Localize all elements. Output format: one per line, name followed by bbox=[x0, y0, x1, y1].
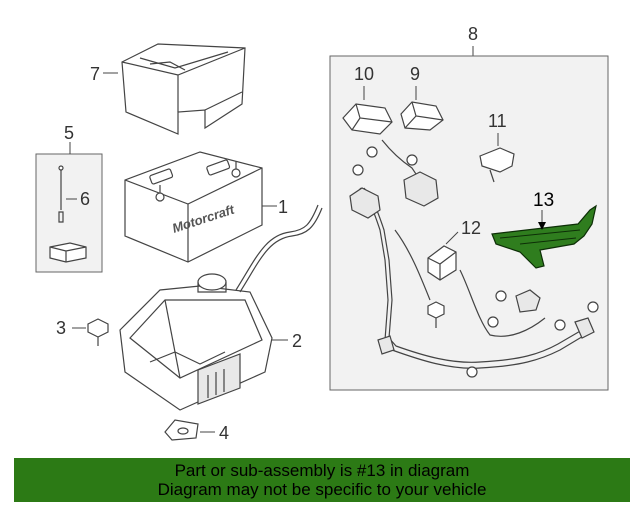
parts-diagram: 7 5 6 Motorcraft 1 2 bbox=[35, 24, 609, 443]
callout-5: 5 bbox=[64, 123, 74, 143]
part-5-kit-box bbox=[35, 153, 103, 273]
part-9-terminal-clamp bbox=[400, 101, 444, 131]
part-1-battery: Motorcraft bbox=[124, 151, 263, 263]
callout-10: 10 bbox=[354, 64, 374, 84]
callout-8: 8 bbox=[468, 24, 478, 44]
callout-4: 4 bbox=[219, 423, 229, 443]
banner-line-2: Diagram may not be specific to your vehi… bbox=[157, 480, 487, 499]
callout-11: 11 bbox=[488, 111, 507, 131]
part-8-wiring-harness bbox=[349, 139, 599, 378]
callout-1: 1 bbox=[278, 197, 288, 217]
part-7-battery-cover bbox=[121, 43, 246, 135]
part-5-clip bbox=[49, 242, 87, 263]
part-6-hold-down-bolt bbox=[58, 165, 64, 223]
callout-2: 2 bbox=[292, 331, 302, 351]
part-2-battery-tray bbox=[119, 204, 323, 411]
part-13-bracket-highlighted bbox=[491, 204, 597, 269]
callout-13-arrowhead bbox=[538, 222, 546, 230]
callout-3: 3 bbox=[56, 318, 66, 338]
part-3-bolt bbox=[87, 318, 109, 346]
callout-12-leader bbox=[445, 231, 459, 245]
callout-9: 9 bbox=[410, 64, 420, 84]
banner-line-1: Part or sub-assembly is #13 in diagram bbox=[174, 461, 470, 480]
info-banner: Part or sub-assembly is #13 in diagram D… bbox=[14, 458, 630, 502]
part-11-connector bbox=[479, 147, 515, 183]
part-10-terminal-clamp bbox=[342, 103, 393, 135]
callout-13: 13 bbox=[533, 190, 554, 211]
part-12-fuse-block bbox=[427, 245, 457, 281]
callout-12: 12 bbox=[461, 218, 481, 238]
part-4-pad bbox=[164, 419, 199, 441]
callout-6: 6 bbox=[80, 189, 90, 209]
callout-7: 7 bbox=[90, 64, 100, 84]
